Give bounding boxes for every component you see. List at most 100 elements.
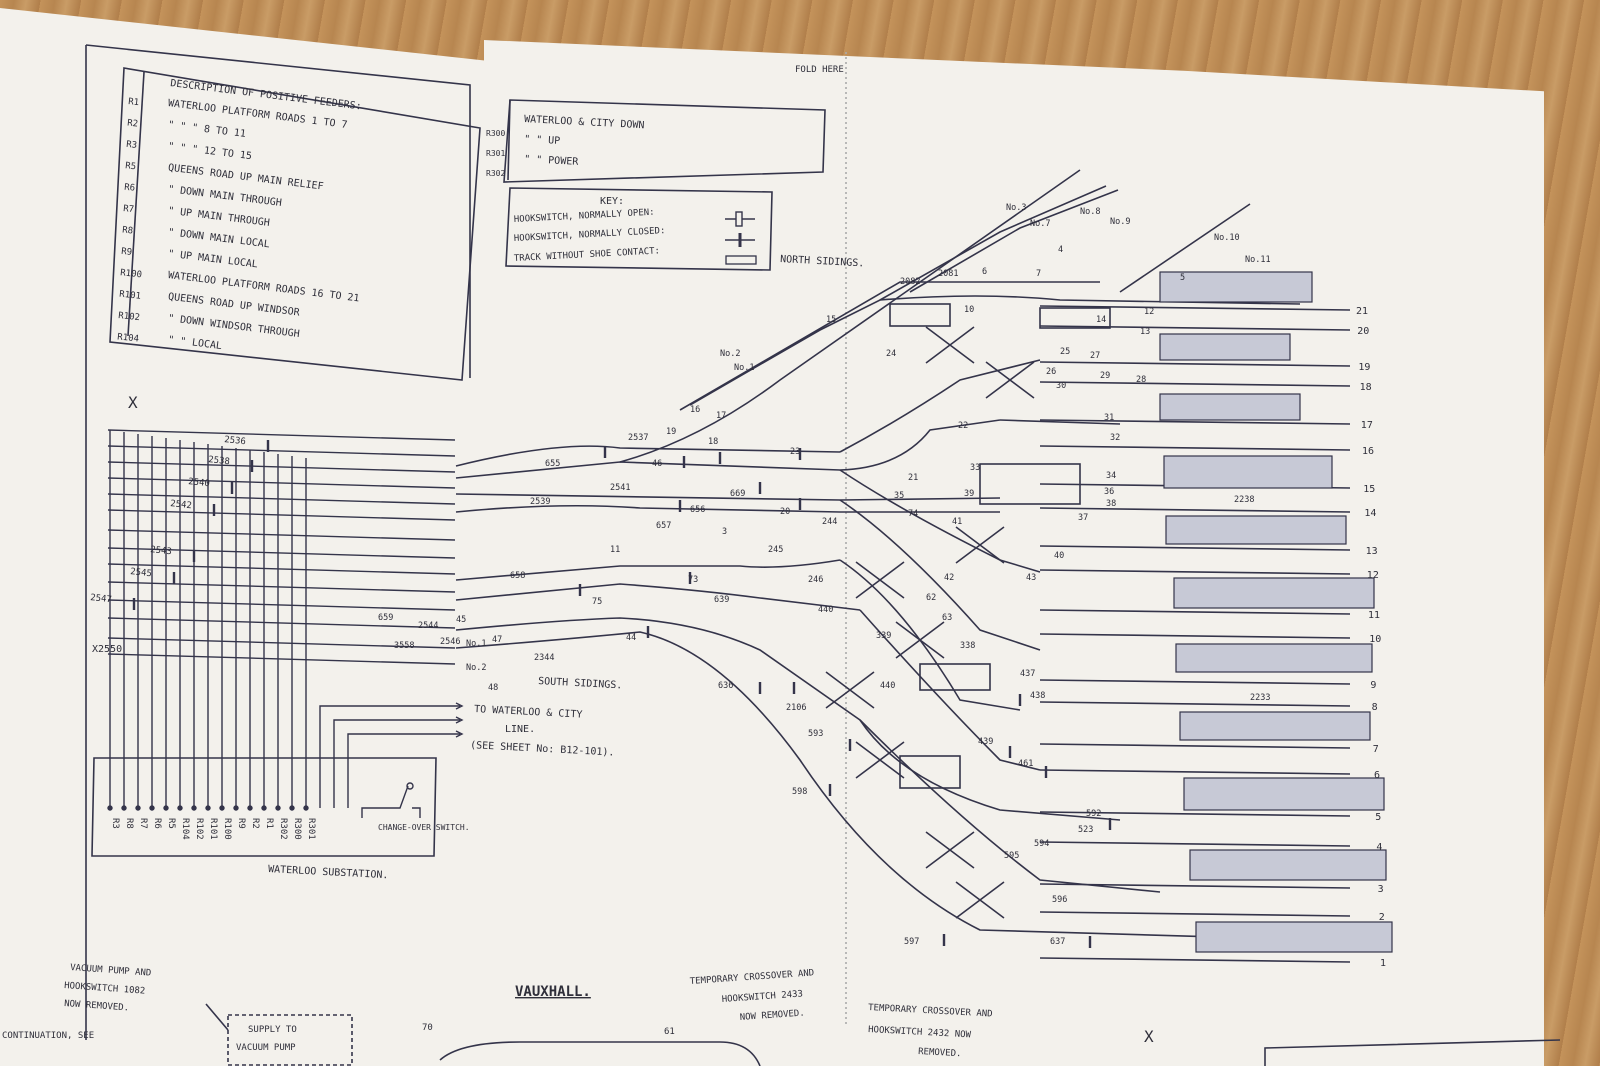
substation-box [91, 757, 437, 857]
hookswitch-label: 2538 [208, 455, 231, 467]
terminal-dot [289, 805, 295, 811]
track-number: No.8 [1080, 207, 1100, 217]
crossover-outline [1039, 307, 1111, 329]
feeder-busbar [107, 599, 456, 611]
vauxhall-70: 70 [422, 1023, 433, 1033]
feeder-busbar [107, 529, 456, 541]
track-number: 592 [1086, 809, 1101, 819]
platform-number: 9 [1370, 680, 1376, 691]
changeover-switch-icon [361, 782, 421, 818]
terminal-label: R1 [264, 818, 274, 829]
feeder-table-box [109, 67, 481, 381]
terminal-label: R5 [166, 818, 176, 829]
platform-number: 11 [1368, 610, 1380, 621]
track-number: 19 [666, 427, 676, 437]
track-number: 439 [978, 737, 993, 747]
feeder-code: R1 [128, 97, 140, 108]
vauxhall-track [439, 1041, 761, 1066]
platform-road [1039, 325, 1351, 331]
terminal-dot [247, 805, 253, 811]
running-line [859, 609, 1041, 771]
track-number: No.7 [1030, 219, 1050, 229]
track-number: 16 [690, 405, 700, 415]
wc-desc: " " POWER [524, 154, 580, 168]
track-number: 48 [488, 683, 498, 693]
platform-road [1039, 911, 1351, 917]
track-number: 23 [790, 447, 800, 457]
scissors-crossing [985, 361, 1035, 399]
terminal-dot [261, 805, 267, 811]
no-shoe-contact-track [1189, 849, 1387, 881]
wc-note-1: TO WATERLOO & CITY [474, 704, 583, 721]
platform-road [1039, 841, 1351, 847]
wc-box-divider [507, 99, 511, 181]
track-number: 13 [1140, 327, 1150, 337]
running-line [839, 559, 1021, 711]
track-number: 43 [1026, 573, 1036, 583]
platform-number: 1 [1380, 958, 1386, 969]
platform-road [1039, 743, 1351, 749]
hookswitch-label: 2542 [170, 499, 193, 511]
terminal-label: R301 [306, 818, 316, 840]
platform-number: 16 [1362, 446, 1374, 457]
track-number: 6 [982, 267, 987, 277]
running-line [455, 631, 1321, 941]
track-number: 74 [908, 509, 918, 519]
track-number: No.2 [466, 663, 486, 673]
feeder-desc: " " " 8 TO 11 [167, 120, 246, 140]
track-number: 46 [652, 459, 662, 469]
platform-road [1039, 361, 1351, 367]
track-number: 10 [964, 305, 974, 315]
feeder-busbar [107, 509, 456, 521]
track-number: No.2 [720, 349, 740, 359]
running-line [1119, 203, 1251, 293]
track-number: 62 [926, 593, 936, 603]
scissors-crossing [895, 621, 945, 659]
left-border [85, 44, 471, 378]
track-number: 33 [970, 463, 980, 473]
feeder-code: R101 [119, 290, 142, 302]
track-number: 21 [908, 473, 918, 483]
track-number: 63 [942, 613, 952, 623]
running-line [455, 583, 861, 611]
track-number: 244 [822, 517, 837, 527]
feeder-desc: " UP MAIN THROUGH [167, 206, 270, 229]
terminal-dot [135, 805, 141, 811]
terminal-label: R2 [250, 818, 260, 829]
feeder-busbar [107, 477, 456, 489]
feeder-code: R100 [120, 268, 143, 280]
feeder-code: R102 [118, 311, 141, 323]
platform-number: 20 [1357, 326, 1369, 337]
track-number: 461 [1018, 759, 1033, 769]
track-number: 598 [792, 787, 807, 797]
temp1-line3: NOW REMOVED. [740, 1008, 806, 1023]
fold-label: FOLD HERE [795, 65, 844, 75]
track-number: 27 [1090, 351, 1100, 361]
south-sidings-label: SOUTH SIDINGS. [538, 676, 623, 691]
terminal-label: R104 [180, 818, 190, 840]
feeder-busbar [107, 445, 456, 457]
track-number: 440 [818, 605, 833, 615]
track-number: 655 [545, 459, 560, 469]
track-number: 75 [592, 597, 602, 607]
feeder-code: R104 [117, 332, 140, 344]
terminal-dot [107, 805, 113, 811]
terminal-label: R100 [222, 818, 232, 840]
scissors-crossing [855, 561, 905, 599]
feeder-busbar [107, 429, 456, 441]
track-number: 596 [1052, 895, 1067, 905]
feeder-code: R3 [126, 140, 138, 151]
platform-road [1039, 381, 1351, 387]
track-number: 669 [730, 489, 745, 499]
running-line [455, 504, 1000, 513]
track-number: 41 [952, 517, 962, 527]
running-line [839, 469, 1041, 573]
track-number: 2539 [530, 497, 550, 507]
key-closed-label: HOOKSWITCH, NORMALLY CLOSED: [514, 226, 666, 244]
wc-code: R302 [486, 169, 505, 178]
feeder-code: R2 [127, 118, 139, 129]
arrow-icon [455, 730, 464, 738]
running-line [455, 617, 1161, 893]
track-number: 246 [808, 575, 823, 585]
